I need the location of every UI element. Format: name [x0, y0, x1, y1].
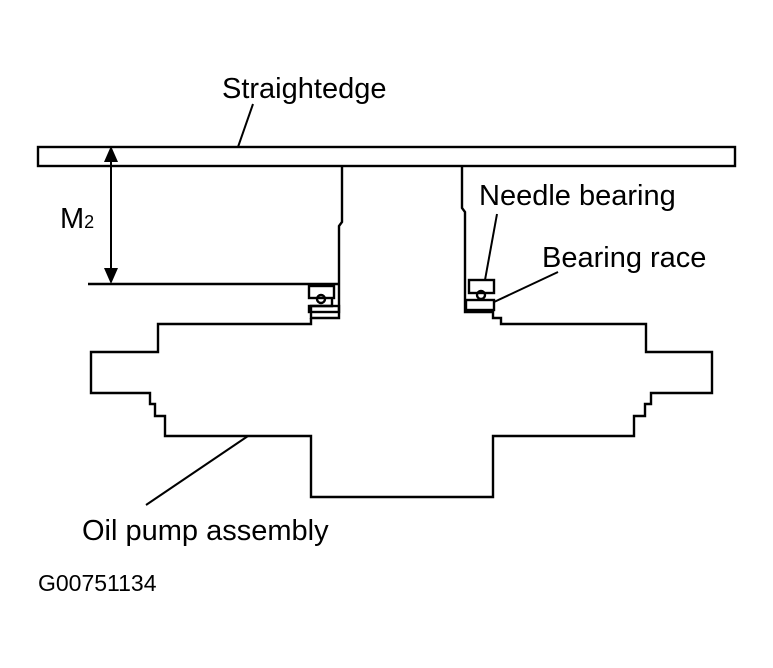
measurement-symbol: M	[60, 203, 84, 235]
measurement-arrow-top	[104, 146, 118, 162]
right-needle-bearing	[467, 278, 496, 295]
oil-pump-assembly-label: Oil pump assembly	[82, 515, 329, 547]
straightedge-leader	[237, 103, 254, 148]
measurement-subscript: 2	[84, 212, 94, 232]
needle-bearing-label: Needle bearing	[479, 180, 676, 212]
bearing-race-label: Bearing race	[542, 242, 706, 274]
measurement-label: M2	[60, 203, 94, 235]
oil-pump-assembly-leader	[145, 435, 249, 506]
right-bearing-race-outline	[463, 280, 493, 314]
left-needle-roller	[315, 293, 327, 305]
left-bearing-race-plate	[307, 304, 341, 314]
shaft-right-profile	[460, 166, 467, 280]
figure-code: G00751134	[38, 570, 157, 596]
needle-bearing-leader	[484, 213, 498, 281]
left-needle-bearing	[307, 284, 336, 300]
oil-pump-body	[89, 310, 714, 499]
shaft-left-profile	[337, 166, 344, 285]
measurement-arrow-bottom	[104, 268, 118, 284]
bearing-race-leader	[493, 271, 559, 303]
straightedge-label: Straightedge	[222, 73, 386, 105]
right-bearing-race-plate	[464, 298, 496, 312]
straightedge-bar	[36, 145, 737, 168]
